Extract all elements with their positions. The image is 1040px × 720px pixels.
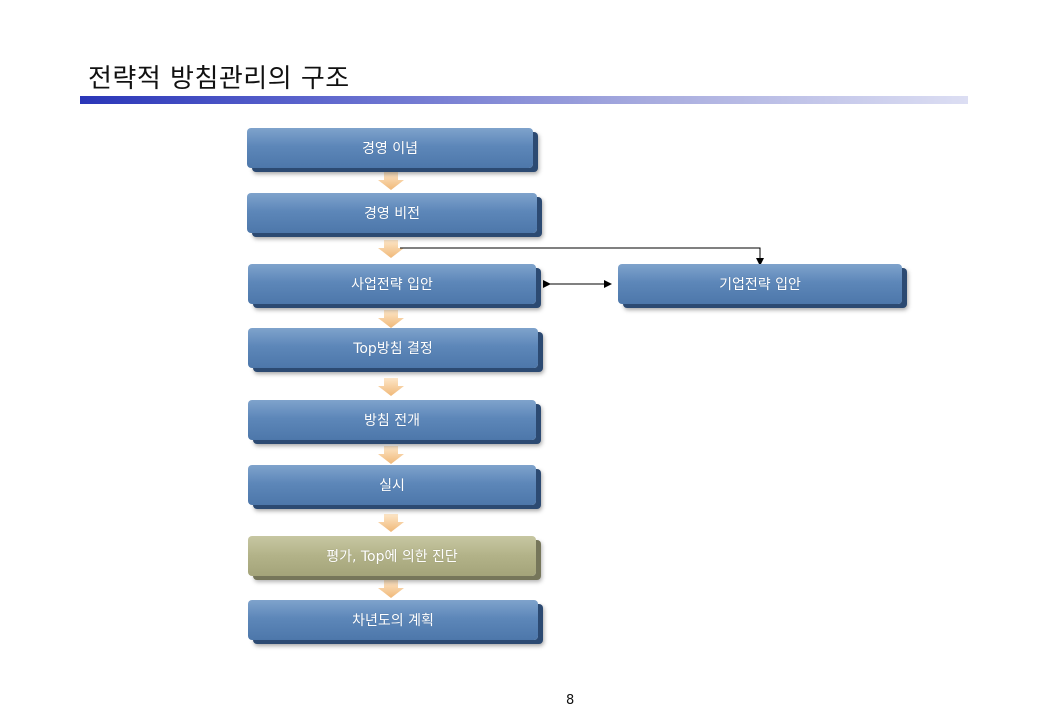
title-underline-bar xyxy=(80,96,968,104)
arrow-down-icon xyxy=(378,378,404,396)
arrow-down-icon xyxy=(378,514,404,532)
page-title: 전략적 방침관리의 구조 xyxy=(88,64,350,94)
arrow-down-icon xyxy=(378,446,404,464)
arrow-down-icon xyxy=(378,580,404,598)
step-business-strategy: 사업전략 입안 xyxy=(248,264,536,304)
arrow-down-icon xyxy=(378,172,404,190)
step-top-policy: Top방침 결정 xyxy=(248,328,538,368)
step-next-year-plan: 차년도의 계획 xyxy=(248,600,538,640)
step-management-philosophy: 경영 이념 xyxy=(247,128,533,168)
arrow-down-icon xyxy=(378,310,404,328)
step-management-vision: 경영 비전 xyxy=(247,193,537,233)
arrow-down-icon xyxy=(378,240,404,258)
step-evaluation: 평가, Top에 의한 진단 xyxy=(248,536,536,576)
side-corporate-strategy: 기업전략 입안 xyxy=(618,264,902,304)
page-number: 8 xyxy=(566,693,575,708)
step-policy-deployment: 방침 전개 xyxy=(248,400,536,440)
step-execution: 실시 xyxy=(248,465,536,505)
connector-vision-to-corporate xyxy=(400,247,764,266)
